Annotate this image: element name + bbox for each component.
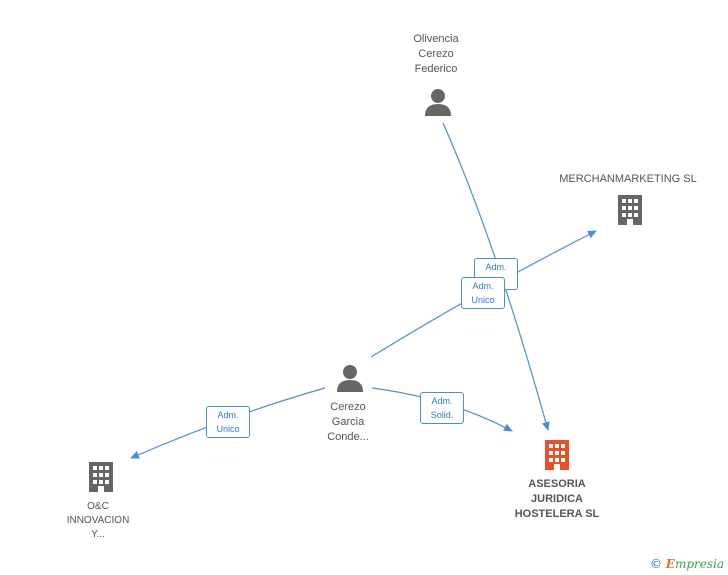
edge-label-cerezo-merchan[interactable]: Adm. Unico: [461, 277, 505, 309]
node-label-asesoria: ASESORIA JURIDICA HOSTELERA SL: [514, 478, 600, 520]
empresia-brand: © Empresia: [650, 557, 724, 571]
node-label-olivencia: Olivencia Cerezo Federico: [413, 33, 459, 75]
node-label-cerezo: Cerezo Garcia Conde...: [327, 401, 369, 443]
node-label-merchanmarketing: MERCHANMARKETING SL: [559, 173, 697, 185]
brand-initial: E: [665, 557, 675, 571]
copyright-icon: ©: [649, 557, 662, 571]
building-icon-focus[interactable]: [542, 438, 572, 472]
brand-name: mpresia: [674, 557, 724, 571]
edge-label-cerezo-asesoria[interactable]: Adm. Solid.: [420, 392, 464, 424]
person-icon[interactable]: [336, 364, 364, 394]
building-icon[interactable]: [86, 460, 116, 494]
person-icon[interactable]: [424, 88, 452, 118]
building-icon[interactable]: [615, 193, 645, 227]
node-label-oc: O&C INNOVACION Y...: [66, 501, 130, 540]
edge-label-cerezo-oc[interactable]: Adm. Unico: [206, 406, 250, 438]
